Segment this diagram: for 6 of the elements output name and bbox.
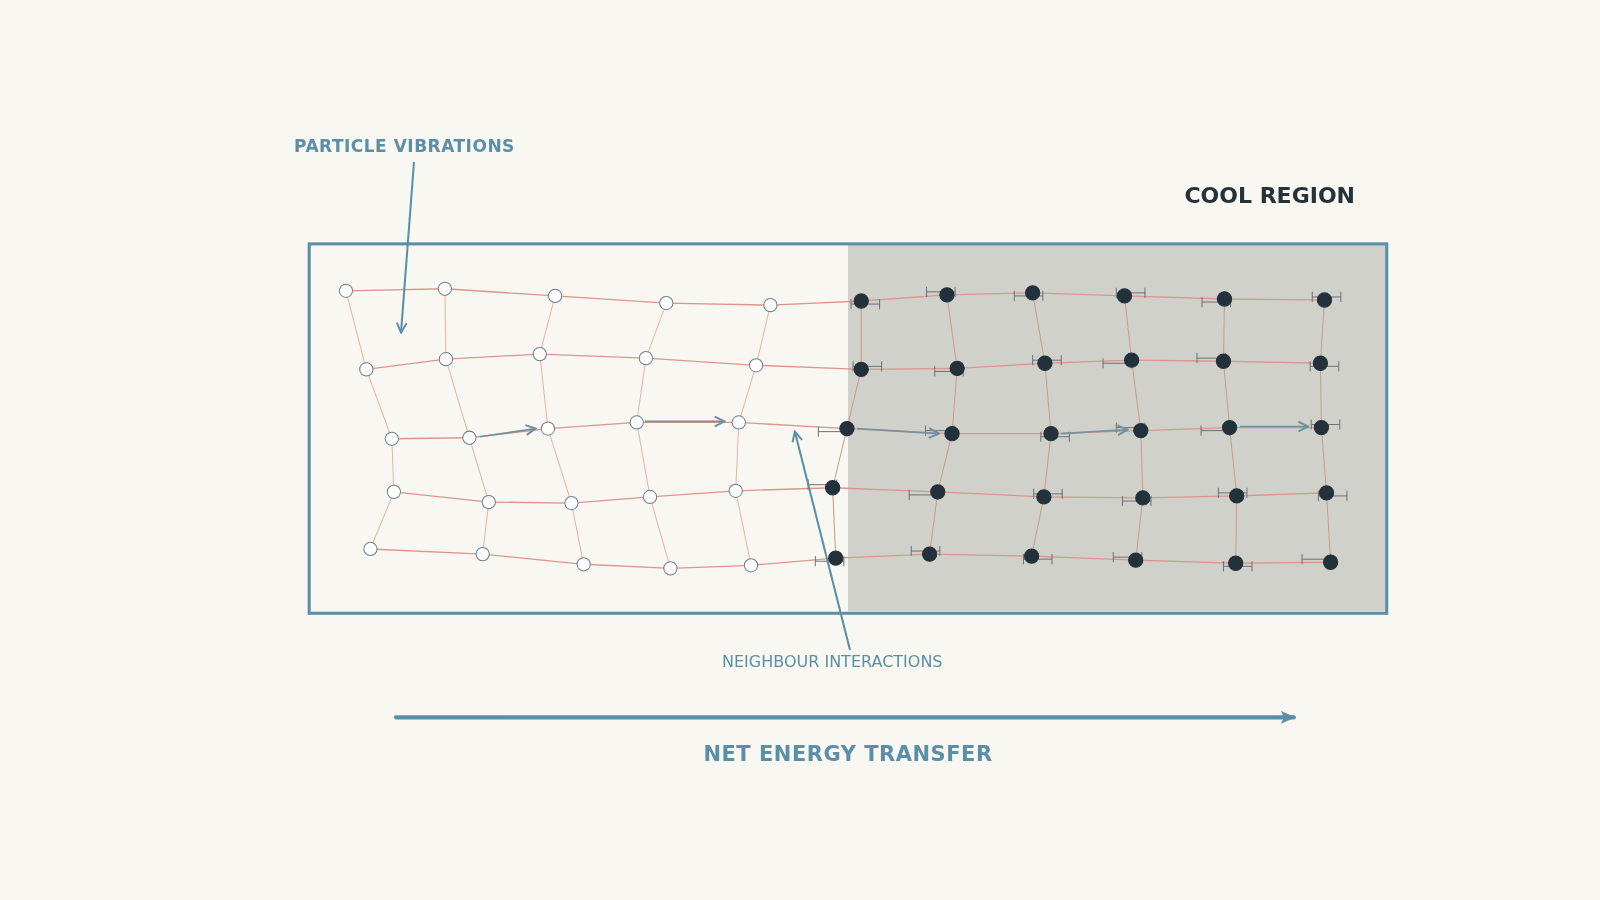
callout-label: PARTICLE VIBRATIONS xyxy=(294,136,515,156)
callout-label: NEIGHBOUR INTERACTIONS xyxy=(722,652,943,671)
leader-line xyxy=(395,161,415,334)
leader-line xyxy=(791,430,851,651)
arrow-caption: NET ENERGY TRANSFER xyxy=(703,742,993,766)
region-heading: COOL REGION xyxy=(1184,183,1355,208)
